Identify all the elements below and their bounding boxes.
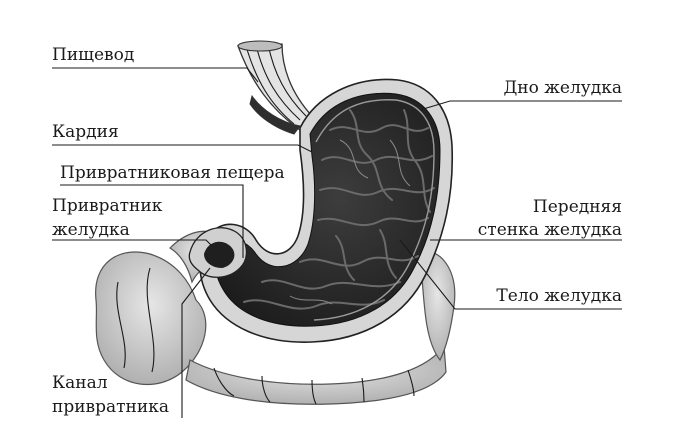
label-pylorus-line2: желудка	[52, 220, 130, 240]
label-pyloric-antrum: Привратниковая пещера	[60, 163, 285, 183]
label-esophagus: Пищевод	[52, 45, 134, 65]
leader-lines	[52, 67, 622, 418]
stomach-illustration	[188, 40, 454, 343]
label-cardia: Кардия	[52, 122, 119, 142]
label-fundus: Дно желудка	[503, 78, 622, 98]
label-anterior-wall-line1: Передняя	[533, 197, 622, 217]
label-pyloric-canal-line1: Канал	[52, 373, 108, 393]
label-anterior-wall-line2: стенка желудка	[478, 220, 622, 240]
label-pyloric-canal-line2: привратника	[52, 397, 169, 417]
label-pylorus-line1: Привратник	[52, 196, 163, 216]
labels: Пищевод Кардия Привратниковая пещера При…	[52, 45, 622, 417]
label-body: Тело желудка	[496, 286, 622, 306]
